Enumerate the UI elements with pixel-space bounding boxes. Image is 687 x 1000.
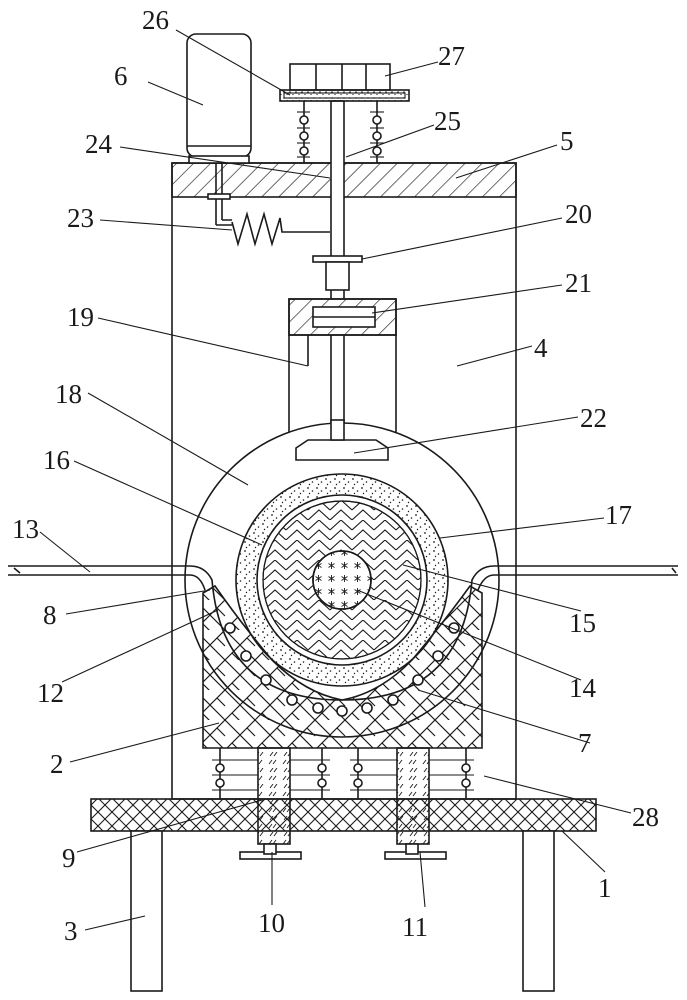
roller-balls-12 bbox=[224, 622, 460, 717]
leader-lines bbox=[39, 29, 632, 931]
label-5: 5 bbox=[560, 126, 574, 156]
label-7: 7 bbox=[578, 728, 592, 758]
label-24: 24 bbox=[85, 129, 113, 159]
motor-base bbox=[188, 155, 250, 164]
label-16: 16 bbox=[43, 445, 70, 475]
base-plate bbox=[90, 798, 597, 832]
label-21: 21 bbox=[565, 268, 592, 298]
label-18: 18 bbox=[55, 379, 82, 409]
block-27 bbox=[289, 63, 391, 91]
label-28: 28 bbox=[632, 802, 659, 832]
label-20: 20 bbox=[565, 199, 592, 229]
collar-20 bbox=[312, 255, 363, 263]
label-1: 1 bbox=[598, 873, 612, 903]
label-3: 3 bbox=[64, 916, 78, 946]
label-9: 9 bbox=[62, 843, 76, 873]
label-15: 15 bbox=[569, 608, 596, 638]
label-4: 4 bbox=[534, 333, 548, 363]
motor bbox=[186, 33, 252, 158]
label-23: 23 bbox=[67, 203, 94, 233]
label-17: 17 bbox=[605, 500, 632, 530]
label-12: 12 bbox=[37, 678, 64, 708]
label-13: 13 bbox=[12, 514, 39, 544]
label-19: 19 bbox=[67, 302, 94, 332]
label-25: 25 bbox=[434, 106, 461, 136]
label-8: 8 bbox=[43, 600, 57, 630]
column-11 bbox=[396, 747, 430, 845]
label-2: 2 bbox=[50, 749, 64, 779]
spring-23 bbox=[231, 211, 330, 247]
label-10: 10 bbox=[258, 908, 285, 938]
label-27: 27 bbox=[438, 41, 465, 71]
label-26: 26 bbox=[142, 5, 169, 35]
column-9 bbox=[257, 747, 291, 845]
springs-28 bbox=[212, 748, 474, 799]
label-6: 6 bbox=[114, 61, 128, 91]
label-22: 22 bbox=[580, 403, 607, 433]
trough-8 bbox=[8, 565, 678, 701]
label-14: 14 bbox=[569, 673, 597, 703]
label-11: 11 bbox=[402, 912, 428, 942]
right-leg bbox=[522, 830, 555, 992]
top-springs bbox=[297, 101, 384, 163]
platform-26 bbox=[279, 89, 410, 102]
left-leg bbox=[130, 830, 163, 992]
